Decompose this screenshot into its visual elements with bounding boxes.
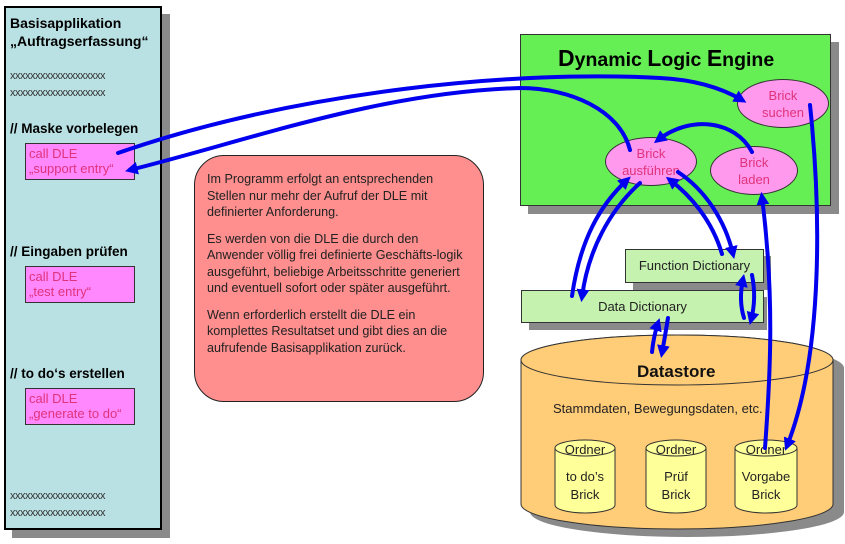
base-application-title: Basisapplikation „Auftragserfassung“ (10, 14, 148, 50)
brick-label: Brick (768, 87, 798, 103)
call-line: call DLE (29, 269, 78, 284)
call-box-test-entry[interactable]: call DLE „test entry“ (25, 266, 135, 303)
note-paragraph: Es werden von die DLE die durch den Anwe… (207, 231, 463, 296)
folder-lid-label: Ordner (745, 442, 787, 457)
note-paragraph: Im Programm erfolgt an entsprechenden St… (207, 172, 434, 219)
filler-row: xxxxxxxxxxxxxxxxxxx (10, 507, 106, 519)
call-box-generate-todo[interactable]: call DLE „generate to do“ (25, 388, 135, 425)
call-line: call DLE (29, 391, 78, 406)
title-part: ynamic (574, 49, 648, 71)
data-dictionary[interactable]: Data Dictionary (521, 290, 764, 323)
title-initial: E (706, 45, 723, 71)
section-heading-todos: // to do‘s erstellen (10, 366, 125, 381)
filler-row: xxxxxxxxxxxxxxxxxxx (10, 70, 106, 82)
section-heading-validate: // Eingaben prüfen (10, 244, 128, 259)
title-part: ogic (661, 49, 707, 71)
folder-label: Brick (661, 487, 691, 502)
folder-label: Brick (570, 487, 600, 502)
folder-check[interactable]: Ordner Prüf Brick (646, 441, 706, 504)
folder-default[interactable]: Ordner Vorgabe Brick (735, 441, 797, 504)
note-paragraph: Wenn erforderlich erstellt die DLE ein k… (207, 307, 448, 355)
title-line-1: Basisapplikation (10, 15, 122, 31)
folder-label: Vorgabe (741, 469, 791, 484)
folder-label: to do’s (565, 469, 605, 484)
folder-lid-label: Ordner (564, 442, 606, 457)
folder-lid-label: Ordner (655, 442, 697, 457)
title-initial: D (558, 45, 575, 71)
call-argument: „support entry“ (29, 161, 114, 176)
call-argument: „generate to do“ (29, 406, 122, 421)
folder-todo[interactable]: Ordner to do’s Brick (555, 441, 615, 504)
call-argument: „test entry“ (29, 284, 92, 299)
call-box-support-entry[interactable]: call DLE „support entry“ (25, 143, 135, 180)
datastore-title: Datastore (637, 362, 716, 381)
explanation-note: Im Programm erfolgt an entsprechenden St… (194, 155, 484, 402)
section-heading-mask: // Maske vorbelegen (10, 121, 139, 136)
title-line-2: „Auftragserfassung“ (10, 33, 149, 49)
engine-title: Dynamic Logic Engine (558, 45, 774, 72)
title-initial: L (647, 45, 662, 71)
call-line: call DLE (29, 146, 78, 161)
filler-row: xxxxxxxxxxxxxxxxxxx (10, 490, 106, 502)
brick-label: laden (738, 171, 770, 187)
title-part: ngine (722, 49, 775, 71)
filler-row: xxxxxxxxxxxxxxxxxxx (10, 87, 106, 99)
folder-label: Prüf (664, 469, 688, 484)
datastore-subtitle: Stammdaten, Bewegungsdaten, etc. (553, 401, 763, 416)
datastore-top (520, 334, 834, 386)
folder-label: Brick (751, 487, 781, 502)
folder-todo-cylinder (554, 439, 616, 514)
brick-label: Brick (739, 154, 769, 170)
brick-label: ausführen (622, 162, 680, 178)
folder-check-cylinder (645, 439, 707, 514)
